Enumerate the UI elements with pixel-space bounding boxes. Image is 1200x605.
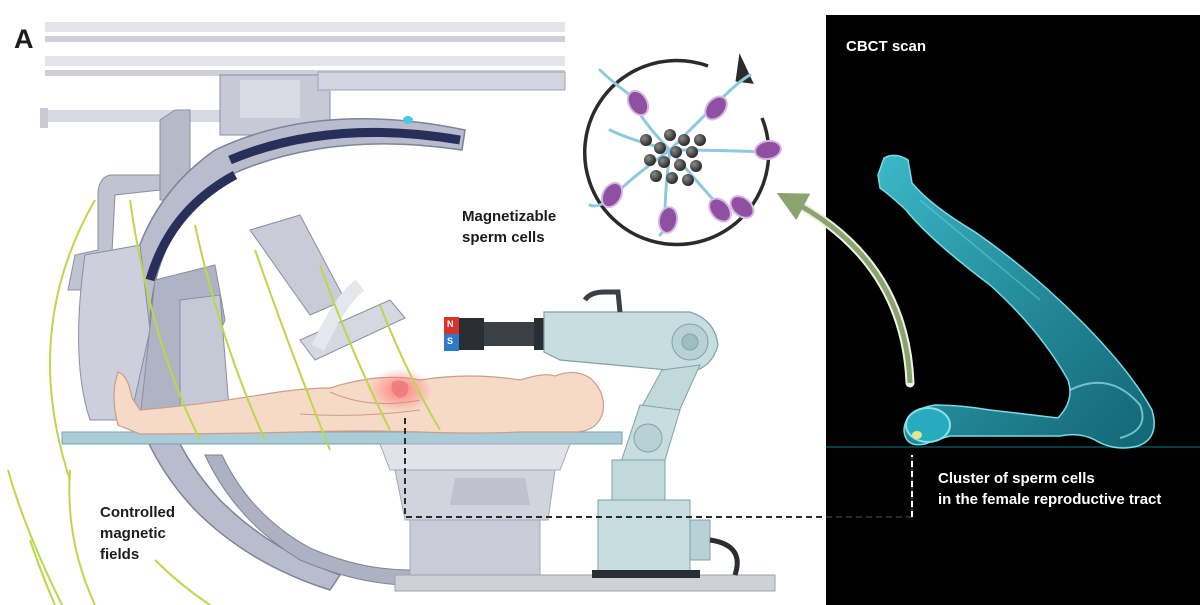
patient-table [61,431,776,592]
uterus-render [877,154,1155,449]
magnet-north-text: N [447,319,454,329]
controlled-line-2: magnetic [100,525,166,542]
cbct-scan-label: CBCT scan [846,36,926,57]
controlled-line-3: fields [100,546,140,563]
cbct-panel [776,15,1200,605]
magnet-south-text: S [447,336,454,346]
magnetic-field-lines [7,199,441,605]
magnet-north-label: N [447,316,454,333]
ceiling-rails [40,22,565,128]
cluster-line-1: Cluster of sperm cells [938,470,1095,487]
magnetizable-sperm-label: Magnetizable sperm cells [462,206,556,248]
panel-label: A [14,24,34,54]
cbct-scan-text: CBCT scan [846,38,927,55]
magnet-south-label: S [447,333,453,350]
patient-body [113,368,605,435]
controlled-line-1: Controlled [100,504,175,521]
cluster-line-2: in the female reproductive tract [938,491,1162,508]
dashed-connector [404,418,913,518]
magnet-north [444,317,459,334]
cbct-background [826,15,1200,605]
magnetizable-line-1: Magnetizable [462,208,557,225]
rotation-arrow [582,58,771,247]
controlled-fields-label: Controlled magnetic fields [100,502,175,565]
magnetizable-line-2: sperm cells [462,229,545,246]
c-arm-gantry [67,71,566,591]
sperm-cluster-spot [912,431,922,439]
robotic-arm [444,289,740,578]
magnet-south [444,334,459,351]
cluster-label: Cluster of sperm cells in the female rep… [938,468,1161,510]
sperm-cluster-zoom [582,53,782,247]
